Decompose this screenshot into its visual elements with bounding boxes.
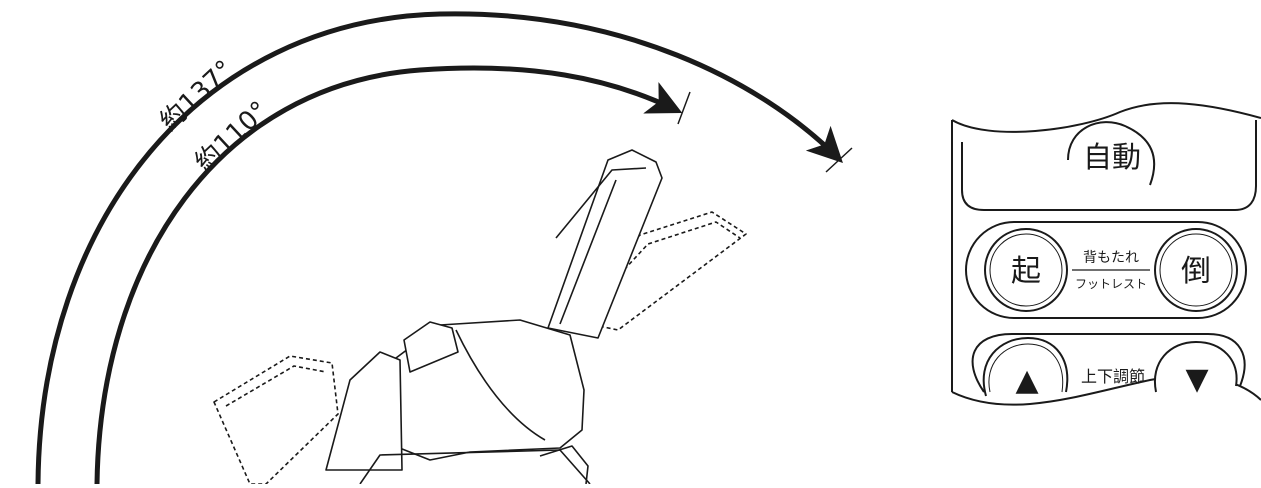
recline-control-row <box>965 221 1247 319</box>
auto-button[interactable]: 自動 <box>1067 121 1155 186</box>
inner-recline-arc <box>94 65 683 485</box>
remote-control-panel: 自動 起 背もたれ フットレスト 倒 ▲ 上下調節 ▼ <box>951 102 1261 406</box>
inner-arc-end-tick <box>677 91 691 125</box>
upright-backrest <box>547 149 663 339</box>
remote-outline <box>951 102 1261 133</box>
down-arrow-icon: ▼ <box>1185 362 1208 397</box>
down-button[interactable]: ▼ <box>1153 340 1238 397</box>
chair-legrest <box>403 321 459 373</box>
chair-base <box>359 449 591 485</box>
outer-recline-arc <box>35 11 843 485</box>
height-adjust-label: 上下調節 <box>1081 367 1145 386</box>
massage-chair-illustration <box>213 149 747 485</box>
outer-arc-end-tick <box>825 147 853 173</box>
reclined-backrest-outline <box>559 211 747 331</box>
height-adjust-row <box>971 333 1246 393</box>
rise-button-label: 起 <box>1011 254 1041 289</box>
rise-button[interactable]: 起 <box>984 228 1068 312</box>
recline-label-bottom: フットレスト <box>1075 277 1147 291</box>
up-button[interactable]: ▲ <box>982 336 1069 398</box>
raised-footrest-outline <box>213 355 339 485</box>
recline-button-label: 倒 <box>1181 254 1211 289</box>
up-arrow-icon: ▲ <box>1015 363 1038 398</box>
recline-button[interactable]: 倒 <box>1154 228 1238 312</box>
chair-armrest <box>325 351 403 471</box>
auto-button-label: 自動 <box>1083 140 1141 174</box>
recline-label-top: 背もたれ <box>1083 250 1139 266</box>
